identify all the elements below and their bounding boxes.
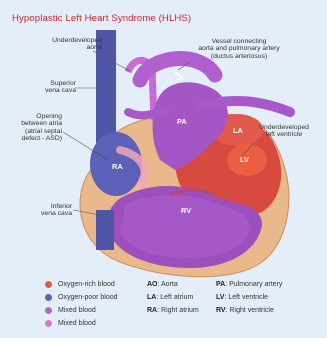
abbr-item: AO: Aorta (147, 281, 178, 288)
abbr-meaning: : Pulmonary artery (225, 281, 282, 288)
label-superior-vena-cava: Superior vena cava (30, 80, 76, 95)
abbr-code: RA (147, 307, 157, 314)
legend-swatch-mixed-2 (45, 320, 52, 327)
label-atrial-septal-defect: Opening between atria (atrial septal def… (10, 113, 62, 143)
abbr-code: LV (216, 294, 224, 301)
abbr-item: LV: Left ventricle (216, 294, 268, 301)
chamber-label-rv: RV (181, 206, 191, 215)
label-underdeveloped-left-ventricle: Underdeveloped left ventricle (249, 124, 319, 139)
label-inferior-vena-cava: Inferior vena cava (22, 203, 72, 218)
abbr-item: LA: Left atrium (147, 294, 193, 301)
chamber-label-lv: LV (240, 155, 249, 164)
legend-item: Oxygen-rich blood (45, 281, 115, 288)
legend-label: Mixed blood (58, 320, 96, 327)
chamber-label-pa: PA (177, 117, 187, 126)
chamber-label-la: LA (233, 126, 243, 135)
legend-swatch-mixed-1 (45, 307, 52, 314)
legend-label: Oxygen-poor blood (58, 294, 118, 301)
legend-swatch-oxygen-rich (45, 281, 52, 288)
abbr-code: PA (216, 281, 225, 288)
label-underdeveloped-aorta: Underdeveloped aorta (38, 37, 102, 52)
abbr-meaning: : Right ventricle (226, 307, 274, 314)
legend-label: Mixed blood (58, 307, 96, 314)
abbr-code: LA (147, 294, 156, 301)
abbr-item: RV: Right ventricle (216, 307, 274, 314)
ductus-flow-arrow (175, 72, 182, 80)
legend-label: Oxygen-rich blood (58, 281, 115, 288)
chamber-label-ra: RA (112, 162, 123, 171)
abbr-meaning: : Right atrium (157, 307, 199, 314)
inferior-vena-cava-shape (96, 210, 114, 250)
abbr-item: RA: Right atrium (147, 307, 199, 314)
abbr-code: AO (147, 281, 158, 288)
legend-item: Mixed blood (45, 320, 96, 327)
abbr-item: PA: Pulmonary artery (216, 281, 282, 288)
label-ductus-arteriosus: Vessel connecting aorta and pulmonary ar… (179, 38, 299, 60)
abbr-meaning: : Aorta (158, 281, 178, 288)
abbr-meaning: : Left atrium (156, 294, 193, 301)
pulmonary-branch-left (128, 110, 165, 115)
legend-swatch-oxygen-poor (45, 294, 52, 301)
abbr-meaning: : Left ventricle (224, 294, 268, 301)
abbr-code: RV (216, 307, 226, 314)
legend-item: Oxygen-poor blood (45, 294, 118, 301)
legend-item: Mixed blood (45, 307, 96, 314)
